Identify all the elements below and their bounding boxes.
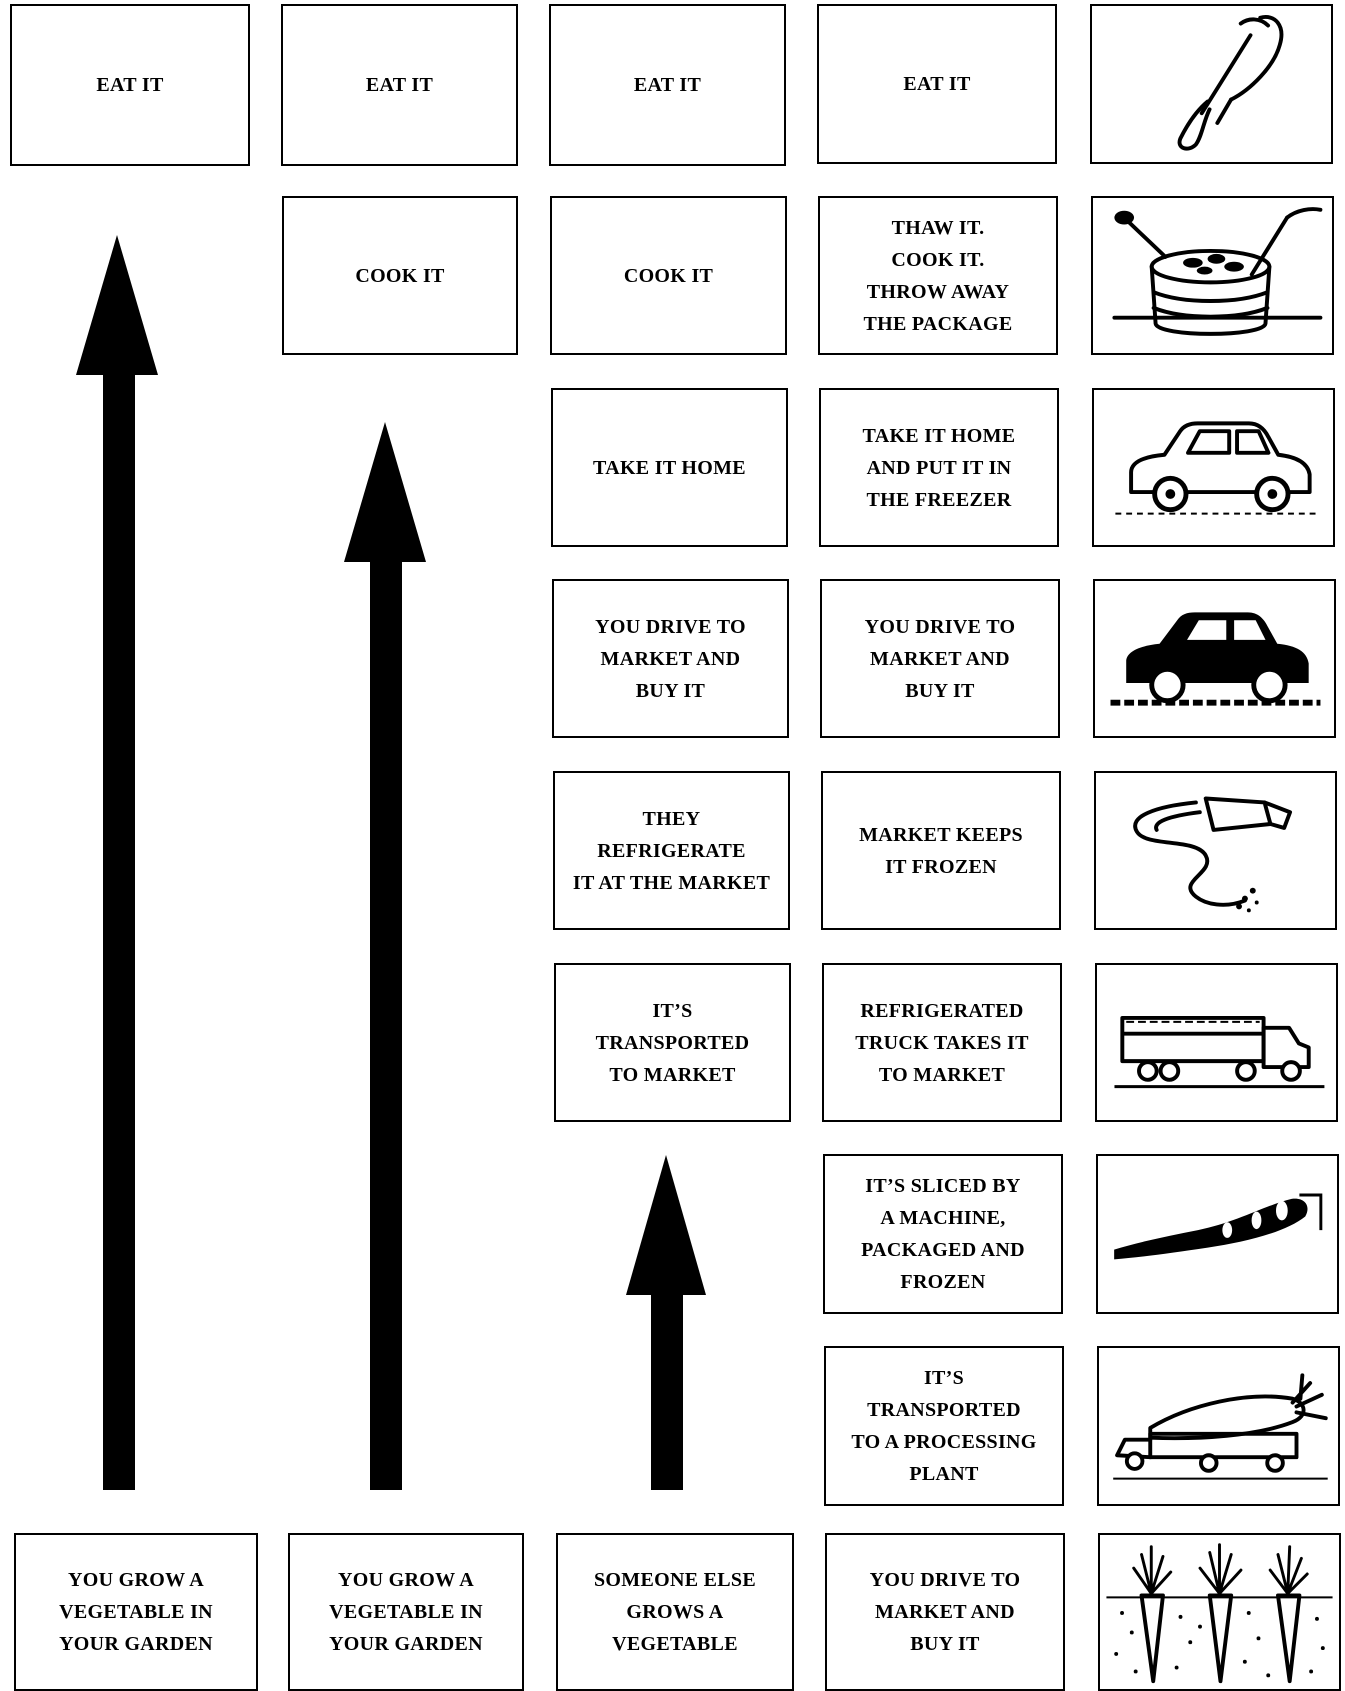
picture-eat [1090, 4, 1333, 164]
column-4-start: YOU DRIVE TO MARKET AND BUY IT [825, 1533, 1065, 1691]
column-4-step-eat: EAT IT [817, 4, 1057, 164]
column-2-step-cook: COOK IT [282, 196, 518, 355]
picture-market-freezer [1094, 771, 1337, 930]
step-label: EAT IT [903, 73, 971, 95]
step-label: EAT IT [96, 74, 164, 96]
carrot-truck-icon [1113, 1373, 1328, 1480]
step-label: IT’S SLICED BY A MACHINE, PACKAGED AND F… [861, 1175, 1025, 1293]
start-label: SOMEONE ELSE GROWS A VEGETABLE [594, 1569, 756, 1655]
arrow-column-1 [76, 235, 158, 1490]
column-2-step-eat: EAT IT [281, 4, 518, 166]
column-4-step-sliced: IT’S SLICED BY A MACHINE, PACKAGED AND F… [823, 1154, 1063, 1314]
column-3-step-buy: YOU DRIVE TO MARKET AND BUY IT [552, 579, 789, 738]
picture-drive-to-market [1093, 579, 1336, 738]
picture-garden [1098, 1533, 1341, 1691]
frozen-package-icon [1133, 796, 1293, 913]
carrots-in-soil-icon [1106, 1543, 1333, 1684]
column-3-step-cook: COOK IT [550, 196, 787, 355]
column-1-step-eat: EAT IT [10, 4, 250, 166]
start-label: YOU DRIVE TO MARKET AND BUY IT [869, 1569, 1021, 1655]
column-3-start: SOMEONE ELSE GROWS A VEGETABLE [556, 1533, 794, 1691]
column-3-step-refrigerate: THEY REFRIGERATE IT AT THE MARKET [553, 771, 790, 930]
step-label: EAT IT [633, 74, 702, 96]
column-3-step-eat: EAT IT [549, 4, 786, 166]
step-label: COOK IT [355, 264, 445, 287]
picture-refrigerated-truck [1095, 963, 1338, 1122]
step-label: COOK IT [623, 264, 714, 287]
step-label: EAT IT [365, 74, 434, 96]
step-label: IT’S TRANSPORTED TO MARKET [595, 999, 750, 1086]
step-label: REFRIGERATED TRUCK TAKES IT TO MARKET [855, 999, 1029, 1086]
column-4-step-keeps-frozen: MARKET KEEPS IT FROZEN [821, 771, 1061, 930]
step-label: THAW IT. COOK IT. THROW AWAY THE PACKAGE [863, 216, 1013, 335]
sliced-carrots-icon [1114, 1193, 1323, 1260]
column-4-step-buy: YOU DRIVE TO MARKET AND BUY IT [820, 579, 1060, 738]
picture-cook [1091, 196, 1334, 355]
fork-icon [1177, 15, 1284, 151]
column-2-start: YOU GROW A VEGETABLE IN YOUR GARDEN [288, 1533, 524, 1691]
picture-take-home [1092, 388, 1335, 547]
picture-sliced [1096, 1154, 1339, 1314]
arrow-column-2 [344, 422, 426, 1490]
cooking-pot-icon [1112, 207, 1323, 336]
step-label: MARKET KEEPS IT FROZEN [859, 823, 1023, 878]
car-icon [1115, 421, 1317, 515]
column-4-step-freezer: TAKE IT HOME AND PUT IT IN THE FREEZER [819, 388, 1059, 547]
step-label: YOU DRIVE TO MARKET AND BUY IT [595, 615, 746, 702]
arrow-column-3 [626, 1155, 706, 1490]
column-4-step-refrigerated-truck: REFRIGERATED TRUCK TAKES IT TO MARKET [822, 963, 1062, 1122]
picture-processing-plant [1097, 1346, 1340, 1506]
step-label: IT’S TRANSPORTED TO A PROCESSING PLANT [851, 1367, 1037, 1485]
step-label: THEY REFRIGERATE IT AT THE MARKET [572, 807, 771, 894]
refrigerated-truck-icon [1114, 1016, 1325, 1089]
column-4-step-thaw-cook: THAW IT. COOK IT. THROW AWAY THE PACKAGE [818, 196, 1058, 355]
step-label: TAKE IT HOME AND PUT IT IN THE FREEZER [862, 424, 1016, 511]
column-1-start: YOU GROW A VEGETABLE IN YOUR GARDEN [14, 1533, 258, 1691]
start-label: YOU GROW A VEGETABLE IN YOUR GARDEN [329, 1569, 483, 1655]
step-label: YOU DRIVE TO MARKET AND BUY IT [864, 615, 1016, 702]
step-label: TAKE IT HOME [593, 456, 746, 479]
start-label: YOU GROW A VEGETABLE IN YOUR GARDEN [59, 1569, 213, 1655]
car-icon [1110, 612, 1321, 706]
column-3-step-take-home: TAKE IT HOME [551, 388, 788, 547]
column-4-step-processing-plant: IT’S TRANSPORTED TO A PROCESSING PLANT [824, 1346, 1064, 1506]
column-3-step-transport: IT’S TRANSPORTED TO MARKET [554, 963, 791, 1122]
